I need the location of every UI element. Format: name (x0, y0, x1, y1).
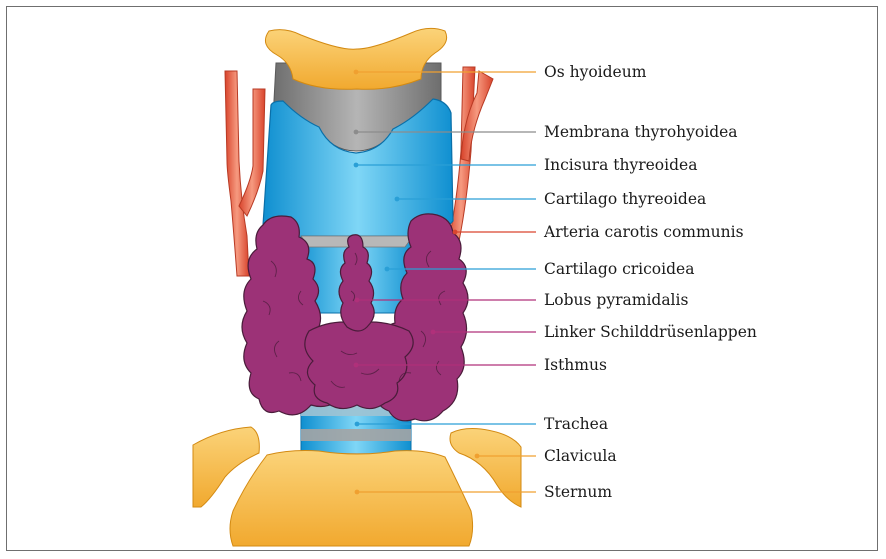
thyroid-gland (242, 214, 468, 421)
label-linker-schilddruesenlappen: Linker Schilddrüsenlappen (544, 322, 757, 342)
label-clavicula: Clavicula (544, 446, 617, 466)
label-os-hyoideum: Os hyoideum (544, 62, 646, 82)
label-isthmus: Isthmus (544, 355, 607, 375)
label-lobus-pyramidalis: Lobus pyramidalis (544, 290, 688, 310)
label-sternum: Sternum (544, 482, 612, 502)
figure-frame: Os hyoideum Membrana thyrohyoidea Incisu… (6, 6, 878, 551)
label-cartilago-thyreoidea: Cartilago thyreoidea (544, 189, 706, 209)
sternum-shape (230, 451, 473, 547)
label-cartilago-cricoidea: Cartilago cricoidea (544, 259, 694, 279)
label-membrana-thyrohyoidea: Membrana thyrohyoidea (544, 122, 738, 142)
label-incisura-thyreoidea: Incisura thyreoidea (544, 155, 697, 175)
thyroid-anatomy-diagram (7, 7, 877, 550)
label-arteria-carotis-communis: Arteria carotis communis (544, 222, 744, 242)
label-trachea: Trachea (544, 414, 608, 434)
